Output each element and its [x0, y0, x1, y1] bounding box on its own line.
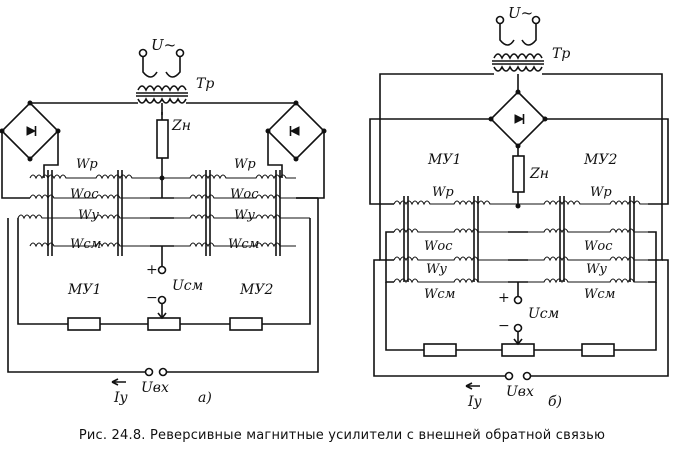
input-voltage-label-b: Uвх — [506, 384, 534, 400]
winding-wcm-label-right-b: Wсм — [584, 287, 615, 302]
bias-voltage-label-b: Uсм — [528, 306, 559, 322]
bias-minus-a: − — [146, 290, 158, 306]
winding-wcm-label-left-a: Wсм — [70, 237, 101, 252]
winding-wcm-label-right-a: Wсм — [228, 237, 259, 252]
control-input-a: Uвх Iу а) — [7, 197, 319, 406]
load-label-b: Zн — [529, 166, 549, 182]
rectifier-bridge-b — [488, 74, 548, 149]
mag-amp-left-b: МУ1 Wр Wос Wу Wсм — [393, 152, 518, 302]
rectifier-bridge-left-a — [0, 100, 61, 162]
input-voltage-label-a: Uвх — [141, 380, 169, 396]
control-current-label-b: Iу — [467, 394, 483, 410]
winding-wp-label-left-b: Wр — [432, 185, 454, 200]
diagram-tag-a: а) — [198, 390, 212, 406]
bias-circuit-a: + − Uсм — [146, 246, 203, 316]
figure-caption: Рис. 24.8. Реверсивные магнитные усилите… — [78, 428, 606, 443]
winding-wcm-label-left-b: Wсм — [424, 287, 455, 302]
load-impedance-b: Zн — [512, 146, 549, 209]
transformer-label-a: Тр — [196, 76, 214, 92]
supply-voltage-label-a: U~ — [151, 36, 176, 54]
winding-wy-label-right-a: Wу — [234, 208, 255, 223]
control-current-label-a: Iу — [113, 390, 129, 406]
winding-wp-label-right-a: Wр — [234, 157, 256, 172]
bias-minus-b: − — [498, 318, 510, 334]
winding-wy-label-right-b: Wу — [586, 262, 607, 277]
bias-plus-b: + — [498, 290, 510, 306]
diagram-a: U~ Тр Zн — [0, 36, 327, 406]
winding-wy-label-left-b: Wу — [426, 262, 447, 277]
resistor-network-a — [17, 218, 311, 331]
bias-voltage-label-a: Uсм — [172, 278, 203, 294]
supply-source-b: U~ — [495, 4, 541, 46]
control-input-b: Uвх Iу б) — [373, 259, 669, 410]
bias-plus-a: + — [146, 262, 158, 278]
amp-label-right-a: МУ2 — [239, 282, 273, 298]
mag-amp-right-a: Wр Wос Wу Wсм МУ2 — [162, 157, 310, 298]
diagram-tag-b: б) — [548, 394, 562, 410]
amp-label-left-b: МУ1 — [427, 152, 461, 168]
mag-amp-left-a: Wр Wос Wу Wсм МУ1 — [17, 157, 162, 298]
supply-source-a: U~ — [138, 36, 185, 78]
load-impedance-a: Zн — [156, 112, 191, 181]
bias-circuit-b: + − Uсм — [498, 282, 559, 344]
load-label-a: Zн — [171, 118, 191, 134]
mag-amp-right-b: МУ2 Wр Wос Wу Wсм — [518, 152, 648, 302]
winding-woc-label-right-a: Wос — [230, 187, 259, 202]
transformer-a: Тр — [136, 76, 214, 104]
supply-voltage-label-b: U~ — [508, 4, 533, 22]
resistor-network-b — [385, 282, 657, 357]
rectifier-bridge-right-a — [265, 100, 327, 162]
amp-label-left-a: МУ1 — [67, 282, 101, 298]
transformer-b: Тр — [492, 46, 570, 72]
diagram-b: U~ Тр Zн — [369, 4, 669, 410]
winding-wy-label-left-a: Wу — [78, 208, 99, 223]
winding-wp-label-left-a: Wр — [76, 157, 98, 172]
transformer-label-b: Тр — [552, 46, 570, 62]
winding-wp-label-right-b: Wр — [590, 185, 612, 200]
winding-woc-label-left-a: Wос — [70, 187, 99, 202]
amp-label-right-b: МУ2 — [583, 152, 617, 168]
winding-woc-label-right-b: Wос — [584, 239, 613, 254]
winding-woc-label-left-b: Wос — [424, 239, 453, 254]
